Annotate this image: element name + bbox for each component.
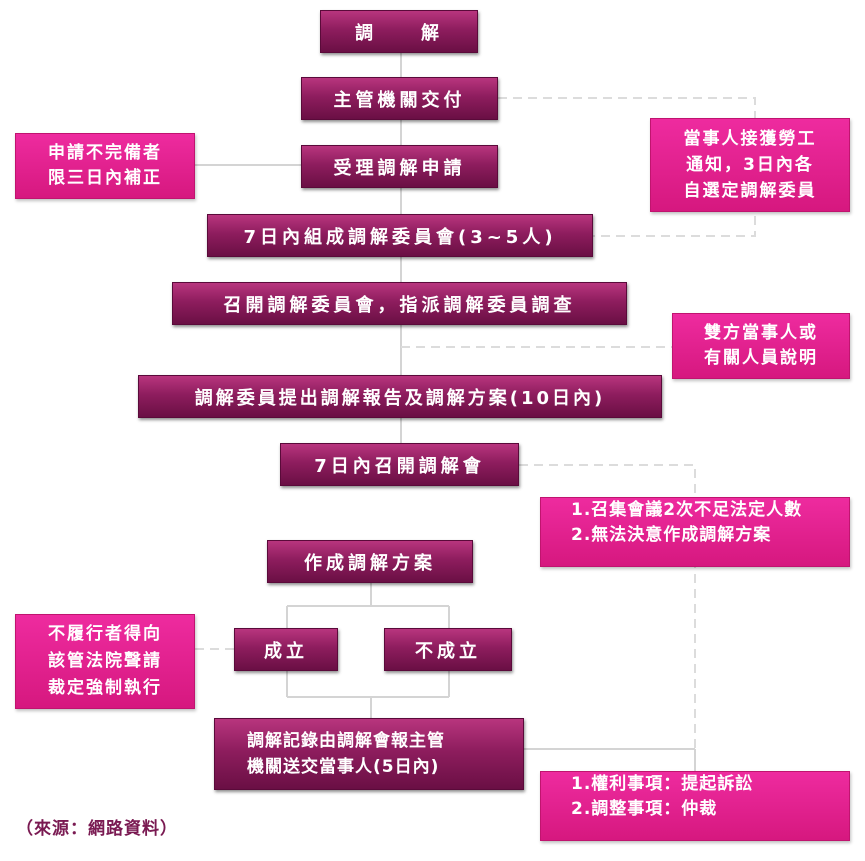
mediation-title-box: 調 解 bbox=[320, 10, 478, 53]
record-box: 調解記錄由調解會報主管 機關送交當事人(5日內) bbox=[214, 718, 524, 790]
convene-committee-label: 召開調解委員會，指派調解委員調查 bbox=[223, 294, 576, 316]
enforce-line-3: 裁定強制執行 bbox=[48, 678, 162, 698]
parties-notice-line-3: 自選定調解委員 bbox=[683, 181, 817, 201]
incomplete-line-1: 申請不完備者 bbox=[48, 143, 162, 163]
litigation-line-1: 1.權利事項：提起訴訟 bbox=[571, 774, 754, 794]
meeting-box: 7日內召開調解會 bbox=[280, 443, 519, 486]
incomplete-note: 申請不完備者 限三日內補正 bbox=[15, 133, 195, 199]
accept-application-box: 受理調解申請 bbox=[301, 145, 498, 188]
form-committee-label: 7日內組成調解委員會(3~5人) bbox=[243, 226, 557, 248]
authority-box: 主管機關交付 bbox=[301, 77, 498, 120]
parties-notice-line-2: 通知，3日內各 bbox=[686, 155, 814, 175]
report-label: 調解委員提出調解報告及調解方案(10日內) bbox=[194, 387, 606, 409]
convene-committee-box: 召開調解委員會，指派調解委員調查 bbox=[172, 282, 627, 325]
report-box: 調解委員提出調解報告及調解方案(10日內) bbox=[138, 375, 662, 418]
success-box: 成立 bbox=[234, 628, 338, 671]
quorum-line-2: 2.無法決意作成調解方案 bbox=[571, 525, 772, 545]
explain-note: 雙方當事人或 有關人員說明 bbox=[672, 313, 850, 379]
source-caption: （來源：網路資料） bbox=[16, 819, 178, 839]
fail-box: 不成立 bbox=[384, 628, 512, 671]
parties-notice-dashed-line bbox=[498, 97, 756, 237]
litigation-line-2: 2.調整事項：仲裁 bbox=[571, 799, 718, 819]
fail-label: 不成立 bbox=[415, 640, 481, 662]
quorum-note: 1.召集會議2次不足法定人數 2.無法決意作成調解方案 bbox=[540, 497, 850, 567]
quorum-line-1: 1.召集會議2次不足法定人數 bbox=[571, 500, 803, 520]
proposal-label: 作成調解方案 bbox=[304, 552, 436, 574]
incomplete-line-2: 限三日內補正 bbox=[48, 168, 162, 188]
form-committee-box: 7日內組成調解委員會(3~5人) bbox=[207, 214, 593, 257]
enforce-line-2: 該管法院聲請 bbox=[48, 651, 162, 671]
litigation-note: 1.權利事項：提起訴訟 2.調整事項：仲裁 bbox=[540, 771, 850, 841]
meeting-label: 7日內召開調解會 bbox=[314, 455, 485, 477]
enforce-line-1: 不履行者得向 bbox=[48, 624, 162, 644]
authority-label: 主管機關交付 bbox=[333, 89, 466, 111]
accept-application-label: 受理調解申請 bbox=[333, 157, 466, 179]
parties-notice-line-1: 當事人接獲勞工 bbox=[683, 129, 817, 149]
parties-notice-note: 當事人接獲勞工 通知，3日內各 自選定調解委員 bbox=[650, 118, 850, 212]
record-line-1: 調解記錄由調解會報主管 bbox=[247, 731, 445, 751]
proposal-box: 作成調解方案 bbox=[267, 540, 473, 583]
explain-line-2: 有關人員說明 bbox=[704, 348, 818, 368]
explain-line-1: 雙方當事人或 bbox=[704, 323, 818, 343]
enforce-note: 不履行者得向 該管法院聲請 裁定強制執行 bbox=[15, 614, 195, 709]
mediation-title-label: 調 解 bbox=[355, 22, 443, 44]
success-label: 成立 bbox=[264, 640, 308, 662]
quorum-dashed-line bbox=[519, 464, 696, 749]
record-line-2: 機關送交當事人(5日內) bbox=[247, 757, 440, 777]
